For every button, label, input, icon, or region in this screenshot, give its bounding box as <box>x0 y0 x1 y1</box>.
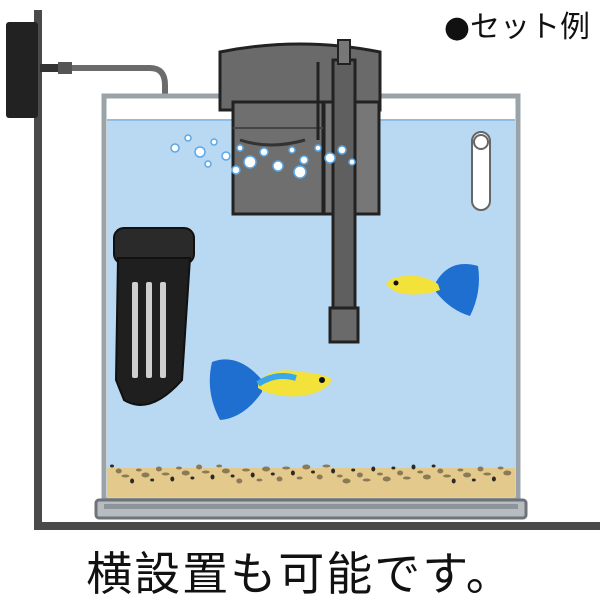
caption-text: 横設置も可能です。 <box>86 547 514 601</box>
air-bubbles <box>170 134 356 179</box>
guppy-fish-small <box>386 264 479 316</box>
thermometer <box>471 131 491 211</box>
set-example-label: ●セット例 <box>443 10 590 45</box>
hang-on-filter <box>218 39 382 344</box>
guppy-fish-large <box>209 359 332 420</box>
power-cord <box>40 62 168 225</box>
gravel-substrate <box>107 464 515 497</box>
stand <box>34 10 600 530</box>
aquarium-heater <box>113 227 195 406</box>
wall-outlet <box>6 22 38 118</box>
